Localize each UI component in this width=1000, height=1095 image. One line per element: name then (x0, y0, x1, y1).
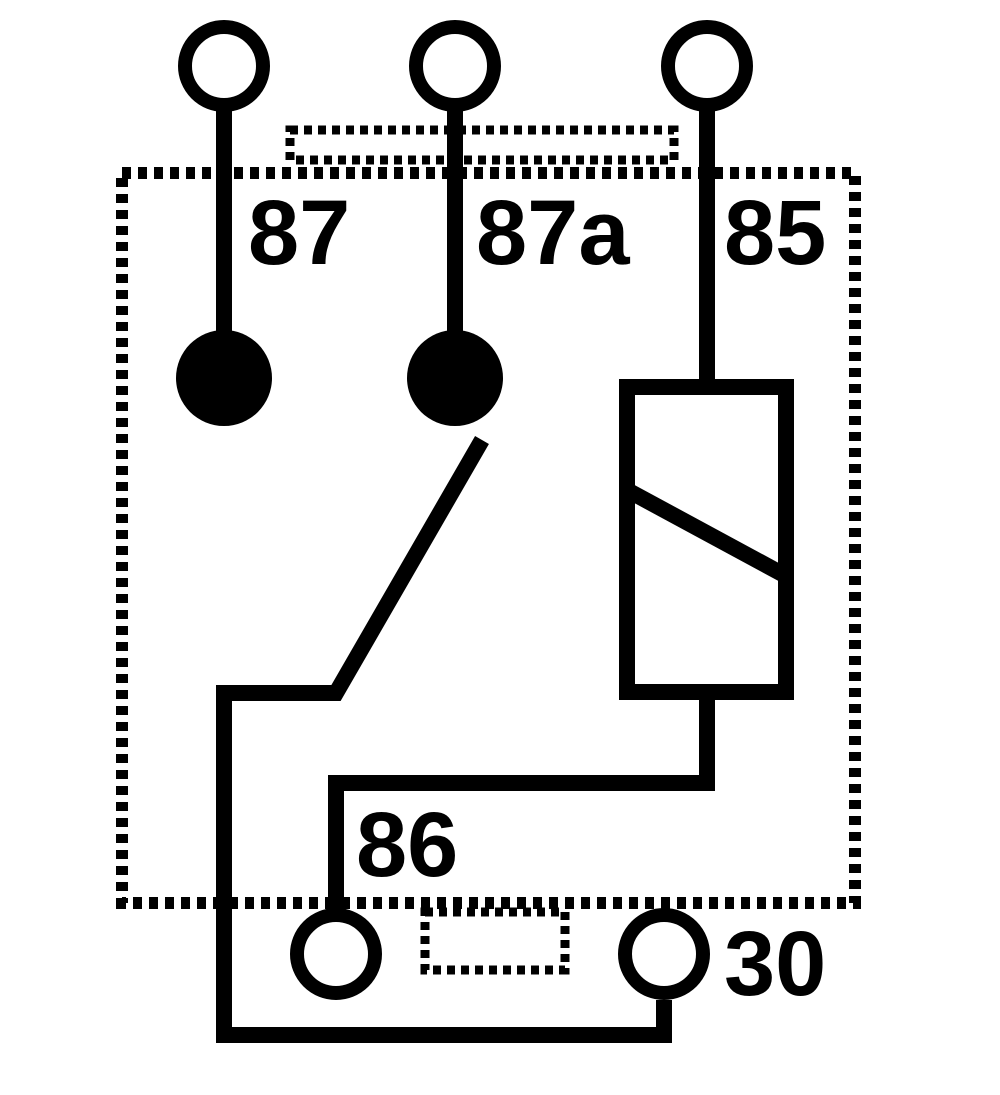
contact-87a (407, 330, 503, 426)
terminal-87a (409, 20, 501, 112)
label-86: 86 (356, 794, 458, 896)
terminal-87 (178, 20, 270, 112)
label-30: 30 (724, 913, 826, 1015)
label-87a: 87a (476, 182, 630, 284)
switch-arm-to-pin-30 (216, 436, 672, 1043)
terminal-30 (618, 908, 710, 1000)
coil-to-pin-86-wire (328, 692, 715, 910)
terminal-85 (661, 20, 753, 112)
coil-diagonal (623, 482, 790, 584)
relay-housing-outline (116, 167, 861, 909)
bottom-dotted-bracket (420, 907, 570, 975)
top-dotted-bracket (285, 125, 679, 165)
terminal-86 (290, 908, 382, 1000)
contact-87 (176, 330, 272, 426)
label-87: 87 (248, 182, 350, 284)
label-85: 85 (724, 182, 826, 284)
